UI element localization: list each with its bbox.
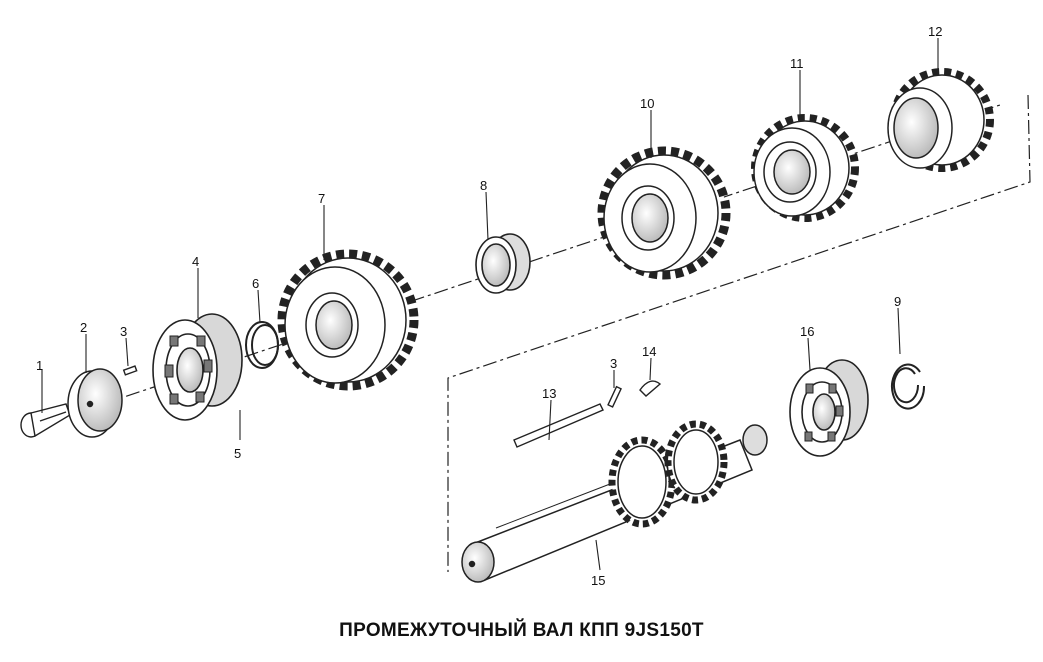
countershaft	[461, 420, 768, 583]
callout-labels: 1 2 3 4 5 6 7 8 10 11 12 13 3 14 16 9 15	[36, 24, 942, 588]
small-key	[122, 365, 138, 376]
callout-3a: 3	[120, 324, 127, 339]
callout-3b: 3	[610, 356, 617, 371]
callout-6: 6	[252, 276, 259, 291]
bushing-8	[475, 233, 531, 294]
callout-11: 11	[790, 56, 804, 71]
callout-5: 5	[234, 446, 241, 461]
snap-ring-9	[891, 363, 926, 410]
callout-8: 8	[480, 178, 487, 193]
long-key	[513, 403, 604, 448]
callout-4: 4	[192, 254, 199, 269]
callout-12: 12	[928, 24, 942, 39]
callout-14: 14	[642, 344, 656, 359]
callout-16: 16	[800, 324, 814, 339]
callout-1: 1	[36, 358, 43, 373]
callout-10: 10	[640, 96, 654, 111]
bolt	[20, 403, 71, 438]
roller-bearing-16	[789, 359, 869, 457]
woodruff-key	[639, 380, 662, 397]
callout-2: 2	[80, 320, 87, 335]
gear-11	[751, 114, 859, 222]
gear-7	[277, 249, 419, 391]
exploded-view-diagram: 1 2 3 4 5 6 7 8 10 11 12 13 3 14 16 9 15	[20, 24, 1031, 588]
snap-ring-6	[245, 321, 279, 369]
washer-plate	[67, 368, 123, 438]
gear-12	[887, 68, 994, 172]
callout-15: 15	[591, 573, 605, 588]
gear-10	[597, 146, 731, 280]
pin	[607, 385, 622, 408]
diagram-caption: ПРОМЕЖУТОЧНЫЙ ВАЛ КПП 9JS150T	[339, 620, 704, 641]
callout-7: 7	[318, 191, 325, 206]
leader-lines	[41, 38, 939, 571]
roller-bearing	[152, 313, 243, 421]
callout-13: 13	[542, 386, 556, 401]
callout-9: 9	[894, 294, 901, 309]
